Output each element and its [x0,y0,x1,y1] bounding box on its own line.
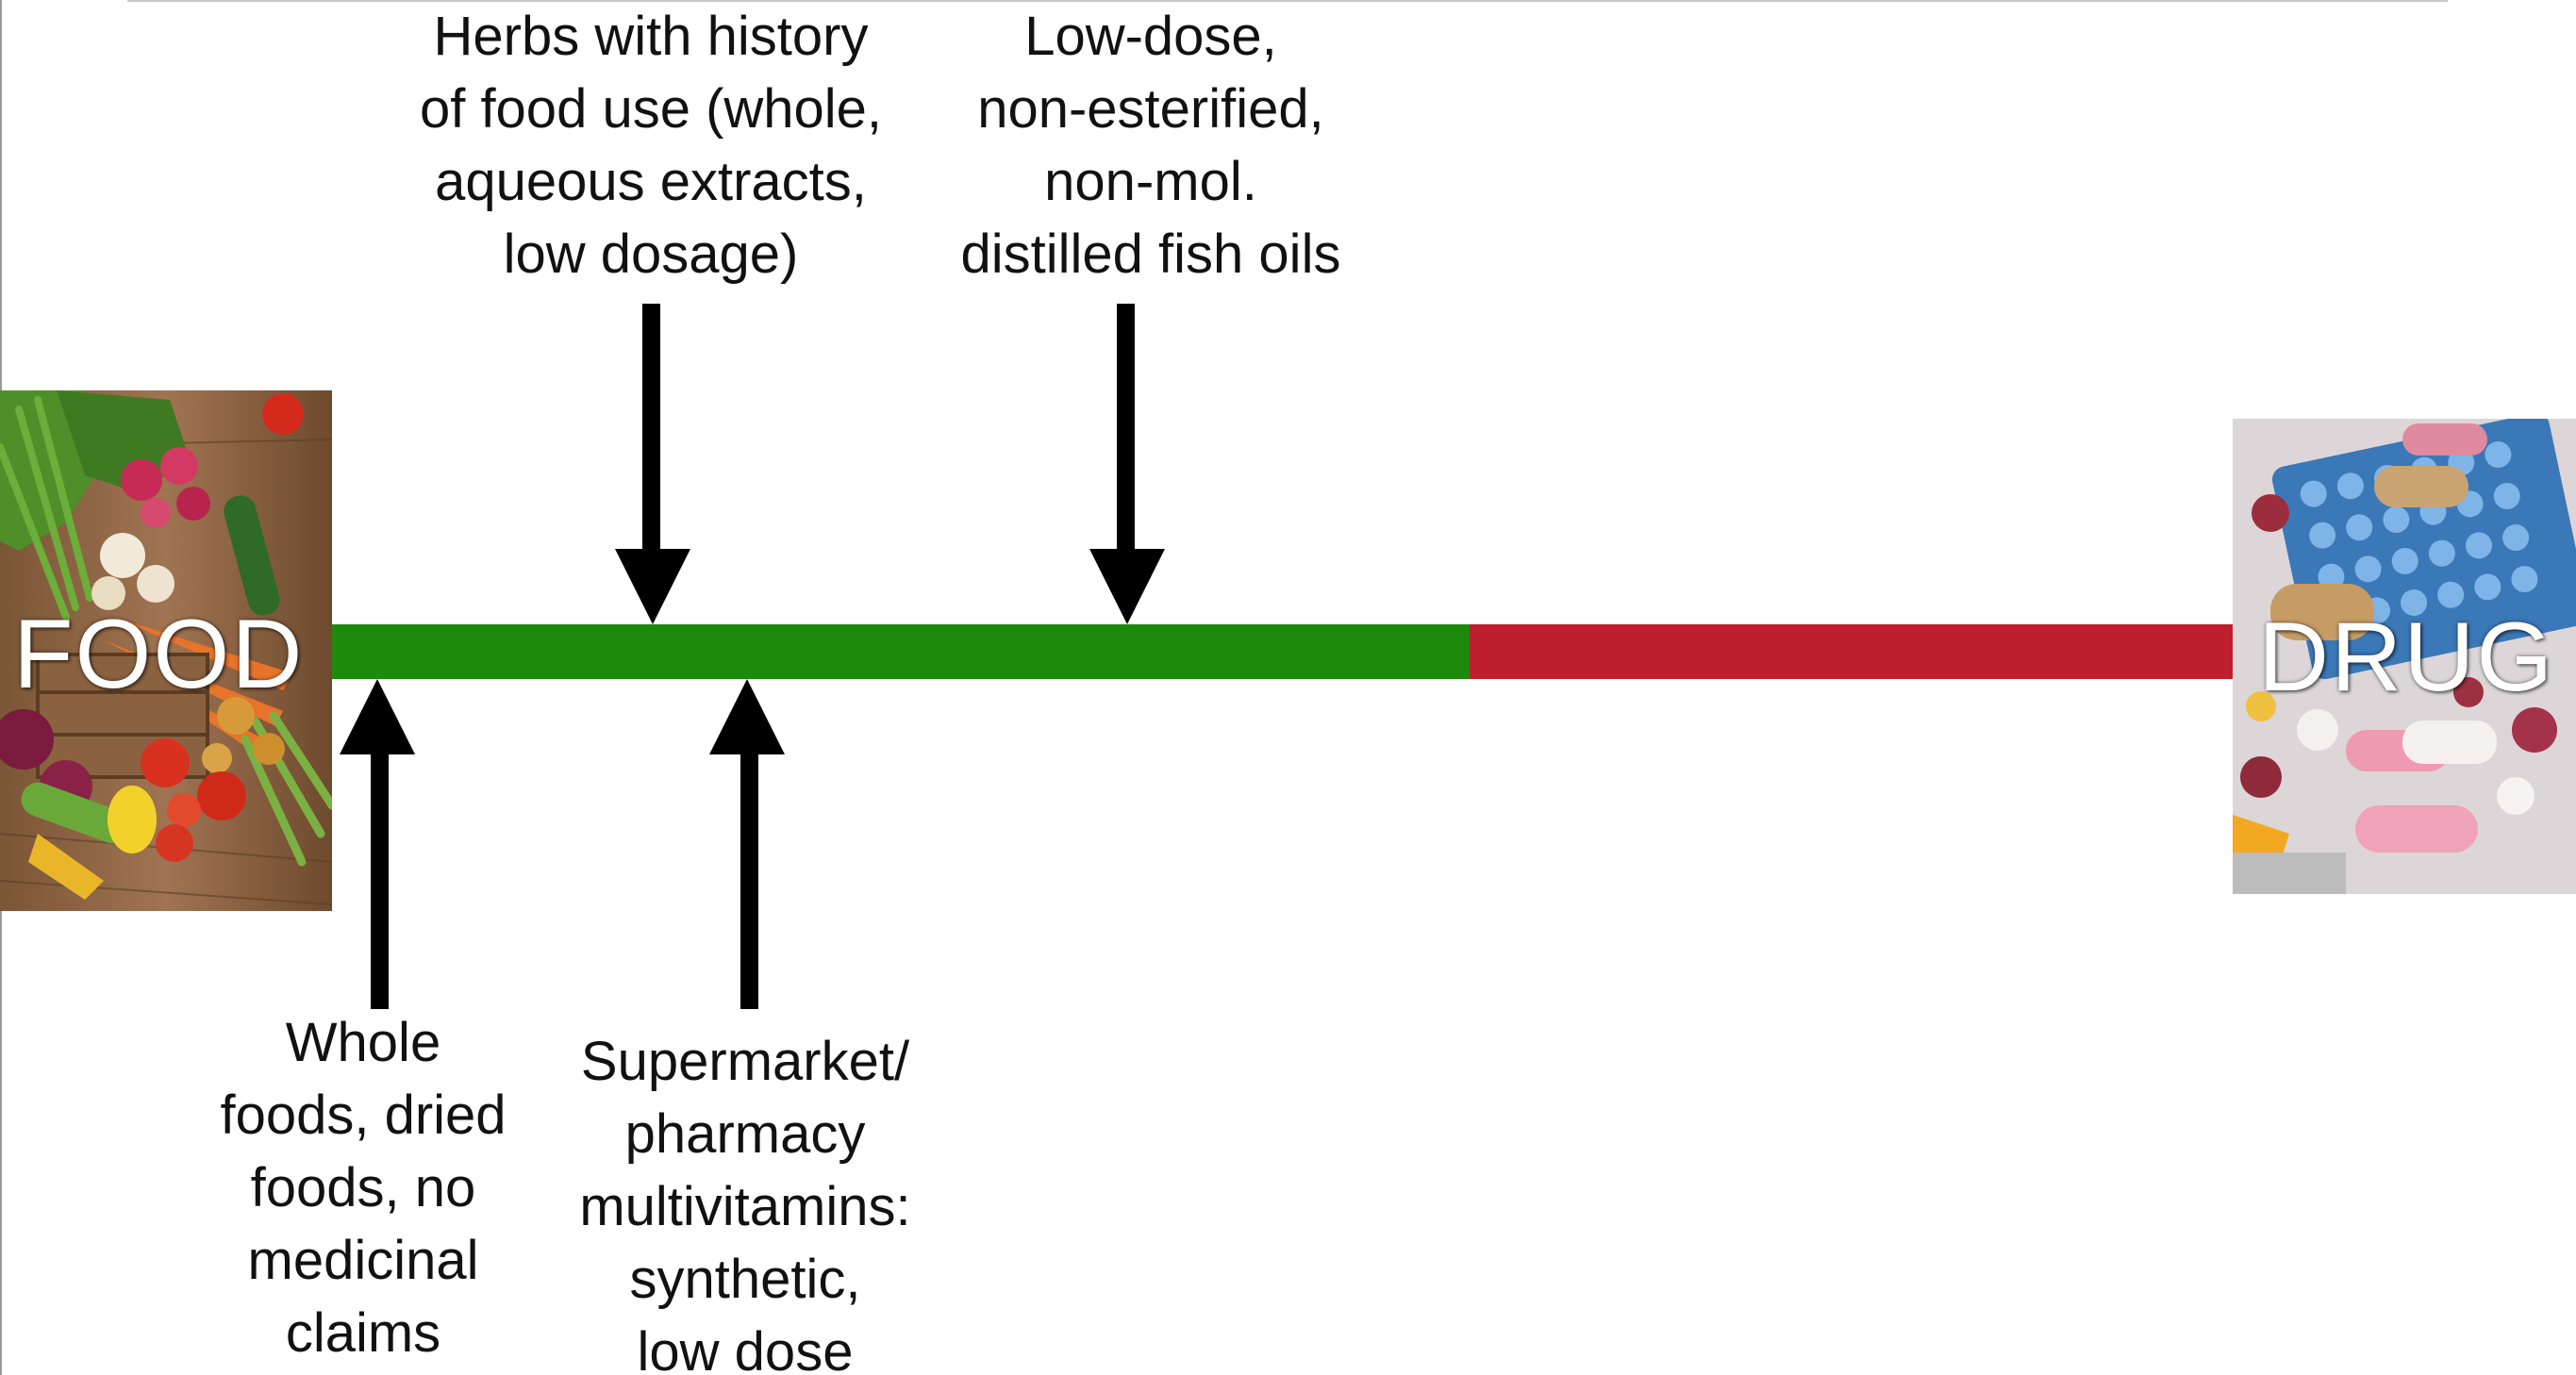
drug-label: DRUG [2258,603,2555,712]
fish-oils-annotation: Low-dose, non-esterified, non-mol. disti… [960,6,1341,285]
food-label: FOOD [13,600,305,709]
arrow-icon [615,304,690,624]
multivitamins-annotation: Supermarket/ pharmacy multivitamins: syn… [579,1031,911,1375]
pills-photo-icon [2233,419,2576,894]
spectrum-bar [331,624,2235,679]
food-zone-segment [331,624,1470,679]
arrow-icon [340,679,415,1009]
herbs-annotation: Herbs with history of food use (whole, a… [419,6,883,285]
arrow-icon [1089,304,1165,624]
whole-foods-annotation: Whole foods, dried foods, no medicinal c… [220,1012,507,1364]
vegetables-photo-icon [0,390,332,911]
drug-zone-segment [1470,624,2235,679]
arrow-icon [709,679,785,1009]
top-divider [127,0,2448,2]
